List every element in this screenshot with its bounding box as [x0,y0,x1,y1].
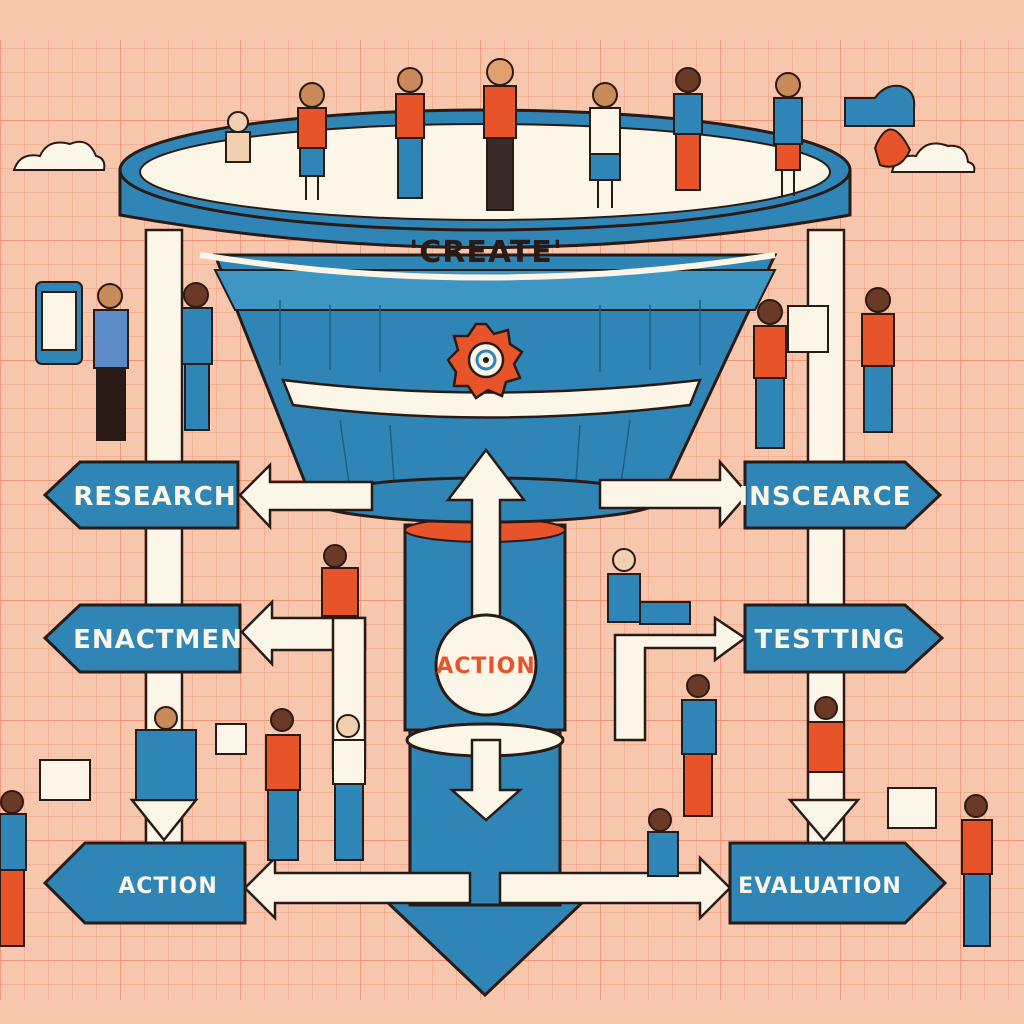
center-action-badge [434,613,538,717]
label-inscearce: INSCEARCE [739,482,912,512]
cloud-icon [12,140,106,171]
funnel-title: 'CREATE' [409,235,563,270]
people-left [0,281,366,947]
label-research: RESEARCH [73,482,236,512]
center-action-label: ACTION [436,654,535,679]
sign-icon [787,305,829,353]
label-testting: TESTTING [754,625,905,655]
label-enactmen: ENACTMEN [73,625,243,655]
sign-icon [887,787,937,829]
label-banner-inscearce [743,460,943,530]
people-on-rim [225,58,803,211]
label-action: ACTION [118,874,217,899]
chat-bubble-icon [844,84,916,168]
center-up-arrow [445,447,527,822]
gear-target-icon [446,322,524,400]
label-banner-testting [743,603,945,674]
label-banner-action [42,841,247,925]
funnel-rim [118,108,852,281]
sign-icon [39,759,91,801]
label-banner-enactmen [42,603,242,674]
label-evaluation: EVALUATION [738,874,902,899]
people-right [607,287,993,947]
label-banner-evaluation [728,841,948,925]
label-banner-research [42,460,240,530]
sign-icon [215,723,247,755]
